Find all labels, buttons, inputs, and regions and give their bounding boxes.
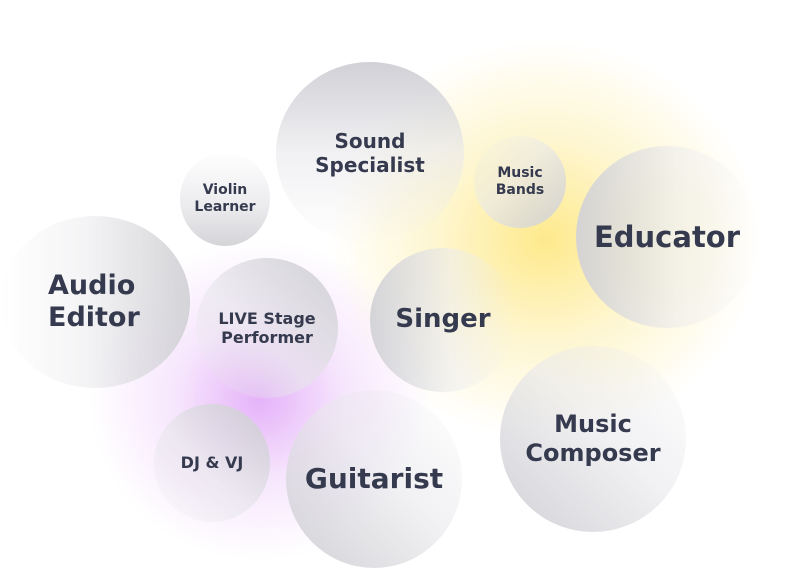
bubble-label: Singer [395,304,491,335]
bubble-singer: Singer [370,248,516,392]
bubble-violin-learner: Violin Learner [180,152,270,246]
bubble-music-composer: Music Composer [500,346,686,532]
bubble-music-bands: Music Bands [474,136,566,228]
bubble-label: LIVE Stage Performer [218,308,316,347]
bubble-live-stage-performer: LIVE Stage Performer [196,258,338,398]
bubble-label: DJ & VJ [180,453,244,473]
bubble-audio-editor: Audio Editor [0,216,190,388]
bubble-label: Music Bands [495,165,545,198]
bubble-label: Violin Learner [194,182,256,215]
bubble-label: Audio Editor [48,269,140,333]
bubble-sound-specialist: Sound Specialist [276,62,464,244]
bubble-label: Guitarist [304,462,444,496]
bubble-label: Sound Specialist [315,129,425,177]
bubble-guitarist: Guitarist [286,390,462,568]
bubble-dj-vj: DJ & VJ [154,404,270,522]
bubble-educator: Educator [576,146,758,328]
bubble-label: Educator [593,219,741,254]
bubble-label: Music Composer [525,410,661,467]
